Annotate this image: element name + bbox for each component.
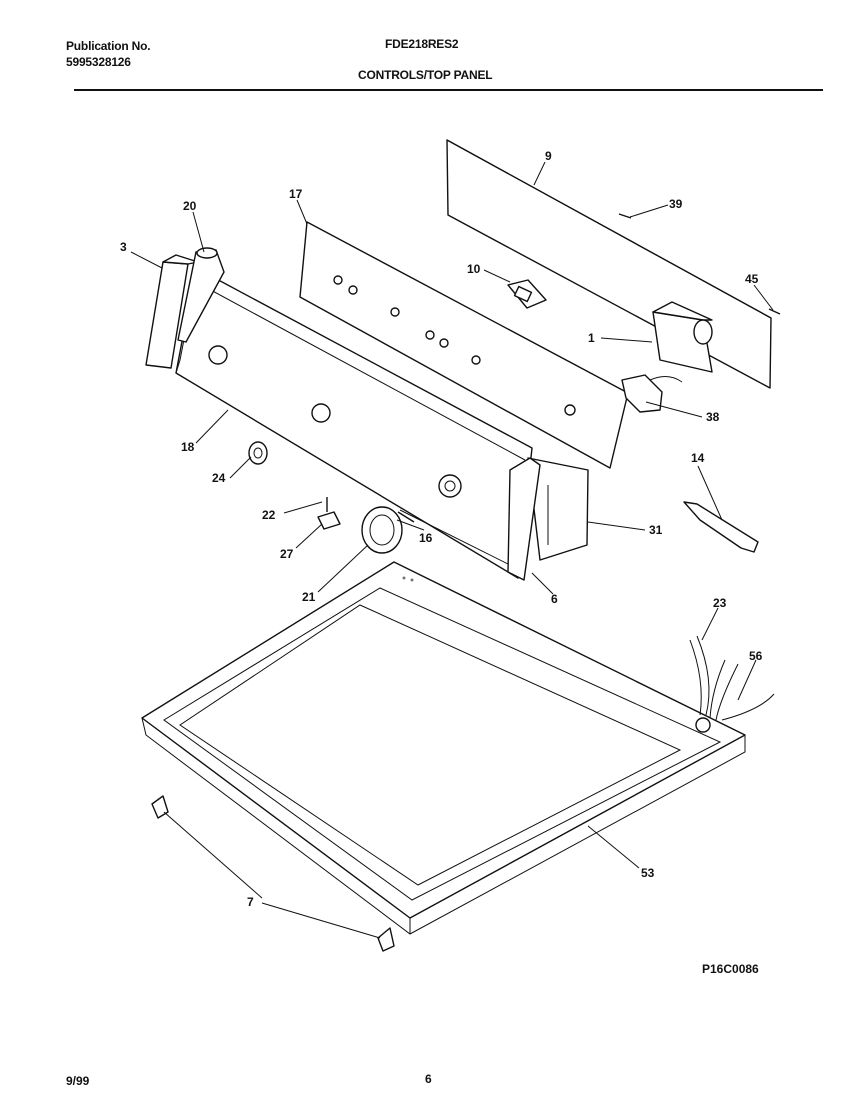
- timer-part: [652, 301, 713, 373]
- callout-23: 23: [713, 596, 727, 610]
- console-front-part: [175, 267, 533, 579]
- callout-20: 20: [183, 199, 197, 213]
- screw-part: [618, 213, 781, 315]
- callout-53: 53: [641, 866, 655, 880]
- callout-45: 45: [745, 272, 759, 286]
- callout-17: 17: [289, 187, 303, 201]
- top-panel-part: [141, 561, 746, 935]
- publication-number: 5995328126: [66, 55, 131, 69]
- callout-38: 38: [706, 410, 720, 424]
- leg-part: [151, 795, 395, 952]
- callout-31: 31: [649, 523, 663, 537]
- callout-labels: 9 39 17 20 3 10 45 1 38 18 24 14 22 16 3…: [120, 149, 763, 909]
- callout-16: 16: [419, 531, 433, 545]
- header-rule: [74, 89, 823, 91]
- callout-21: 21: [302, 590, 316, 604]
- bracket-part: [621, 374, 683, 413]
- diagram-code: P16C0086: [702, 962, 759, 976]
- callout-6: 6: [551, 592, 558, 606]
- bezel-part: [248, 441, 268, 465]
- callout-1: 1: [588, 331, 595, 345]
- callout-14: 14: [691, 451, 705, 465]
- page-number: 6: [425, 1072, 432, 1086]
- callout-24: 24: [212, 471, 226, 485]
- callout-39: 39: [669, 197, 683, 211]
- right-endcap-part: [507, 457, 589, 581]
- console-backplate-part: [299, 221, 629, 469]
- callout-27: 27: [280, 547, 294, 561]
- screw-clip-part: [317, 497, 341, 530]
- callout-18: 18: [181, 440, 195, 454]
- callout-56: 56: [749, 649, 763, 663]
- switch-part: [507, 279, 547, 309]
- leader-lines: [130, 161, 774, 939]
- callout-9: 9: [545, 149, 552, 163]
- left-bracket-part: [177, 247, 225, 343]
- callout-3: 3: [120, 240, 127, 254]
- wiring-harness-part: [689, 635, 775, 721]
- knob-part: [361, 506, 415, 554]
- strap-part: [683, 501, 759, 553]
- callout-10: 10: [467, 262, 481, 276]
- left-endcap-part: [145, 254, 199, 369]
- publication-label: Publication No.: [66, 39, 151, 53]
- section-title: CONTROLS/TOP PANEL: [358, 68, 493, 82]
- callout-7: 7: [247, 895, 254, 909]
- footer-date: 9/99: [66, 1074, 90, 1088]
- callout-22: 22: [262, 508, 276, 522]
- model-number: FDE218RES2: [385, 37, 459, 51]
